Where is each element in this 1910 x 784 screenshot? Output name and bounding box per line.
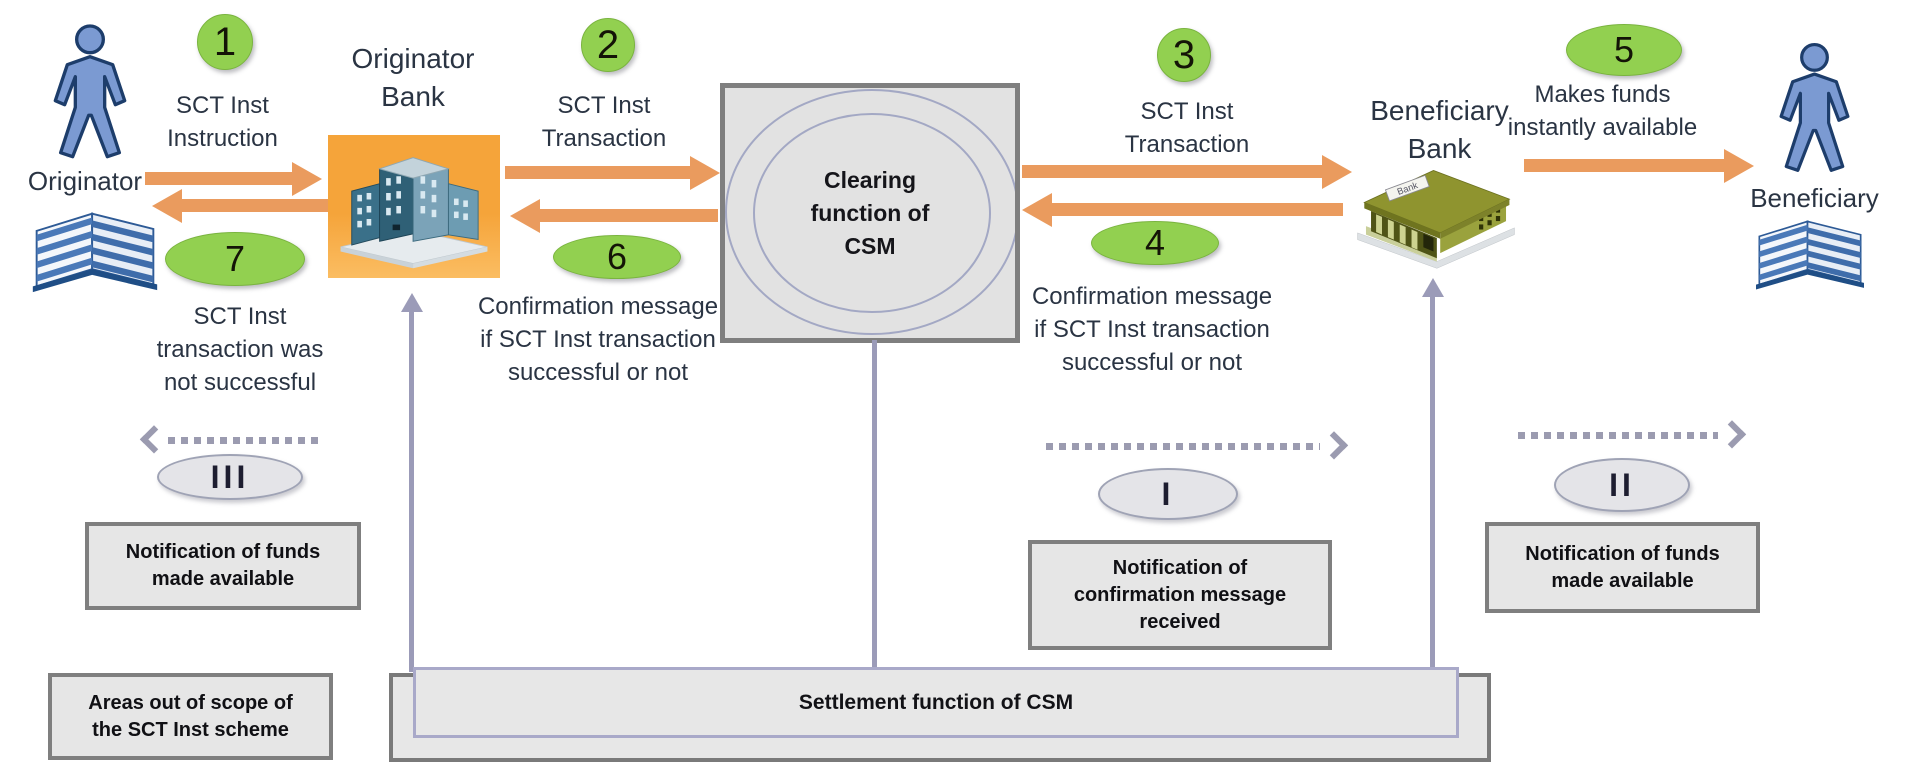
notification-funds-available-right-box: Notification of funds made available (1485, 522, 1760, 613)
step-7-badge: 7 (165, 232, 305, 286)
originator-bank-label: Originator Bank (351, 43, 475, 112)
step-2-number: 2 (596, 22, 620, 67)
arrow-originator-to-bank (145, 172, 292, 185)
dotted-arrow-funds-to-beneficiary (1518, 419, 1747, 449)
numeral-i: I (1161, 475, 1175, 512)
step-4-badge: 4 (1091, 221, 1219, 265)
dotted-arrow-funds-to-originator (139, 424, 318, 454)
originator-bank-icon (328, 135, 500, 278)
arrow-beneficiary-bank-to-clearing (1052, 203, 1343, 216)
clearing-function-box: Clearing function of CSM (720, 83, 1020, 343)
arrow-bank-to-beneficiary (1524, 159, 1724, 172)
originator-label: Originator (27, 166, 143, 196)
step-2-badge: 2 (581, 18, 635, 72)
step-5-badge: 5 (1566, 24, 1682, 76)
numeral-iii-badge: III (157, 454, 303, 500)
step-7-label: SCT Inst transaction was not successful (156, 303, 324, 396)
beneficiary-bank-label: Beneficiary Bank (1370, 95, 1509, 164)
step-3-number: 3 (1172, 32, 1196, 77)
numeral-ii: II (1609, 466, 1635, 503)
step-4-label: Confirmation message if SCT Inst transac… (1031, 283, 1273, 376)
beneficiary-person-icon (1779, 42, 1850, 172)
connector-settlement-to-beneficiary-bank (1421, 278, 1444, 672)
dotted-arrow-confirmation-to-beneficiary (1046, 430, 1349, 460)
step-1-label: SCT Inst Instruction (167, 92, 278, 152)
numeral-ii-badge: II (1554, 458, 1690, 512)
step-5-number: 5 (1613, 29, 1635, 70)
step-6-number: 6 (606, 236, 628, 277)
beneficiary-building-icon (1756, 220, 1864, 290)
arrow-clearing-to-beneficiary-bank (1022, 165, 1322, 178)
step-4-number: 4 (1144, 222, 1166, 263)
connector-settlement-to-originator-bank (400, 293, 423, 672)
step-6-badge: 6 (553, 235, 681, 279)
dotted-arrowhead-right-icon (1319, 430, 1349, 460)
up-arrowhead-icon (1421, 278, 1444, 297)
step-1-badge: 1 (197, 14, 253, 70)
step-2-label: SCT Inst Transaction (541, 92, 667, 152)
notification-funds-available-left-box: Notification of funds made available (85, 522, 361, 610)
arrow-bank-to-clearing (505, 166, 690, 179)
settlement-function-box: Settlement function of CSM (413, 667, 1459, 738)
clearing-rings-icon (725, 89, 1015, 335)
notification-confirmation-received-box: Notification of confirmation message rec… (1028, 540, 1332, 650)
up-arrowhead-icon (400, 293, 423, 312)
step-5-label: Makes funds instantly available (1507, 81, 1698, 141)
numeral-iii: III (210, 458, 250, 495)
dotted-arrowhead-left-icon (139, 424, 169, 454)
out-of-scope-box: Areas out of scope of the SCT Inst schem… (48, 673, 333, 760)
clearing-function-label: Clearing function of CSM (810, 166, 930, 259)
beneficiary-label: Beneficiary (1750, 183, 1879, 213)
beneficiary-bank-icon: Bank (1357, 169, 1515, 269)
connector-clearing-to-settlement (872, 340, 877, 672)
step-1-number: 1 (213, 19, 237, 64)
arrow-clearing-to-bank (540, 209, 718, 222)
originator-person-icon (53, 24, 127, 159)
settlement-function-label: Settlement function of CSM (798, 690, 1074, 714)
originator-building-icon (32, 212, 158, 293)
step-3-badge: 3 (1157, 28, 1211, 82)
step-3-label: SCT Inst Transaction (1124, 98, 1250, 158)
step-6-label: Confirmation message if SCT Inst transac… (477, 293, 719, 386)
numeral-i-badge: I (1098, 468, 1238, 520)
step-7-number: 7 (224, 238, 246, 279)
dotted-arrowhead-right-icon (1717, 419, 1747, 449)
